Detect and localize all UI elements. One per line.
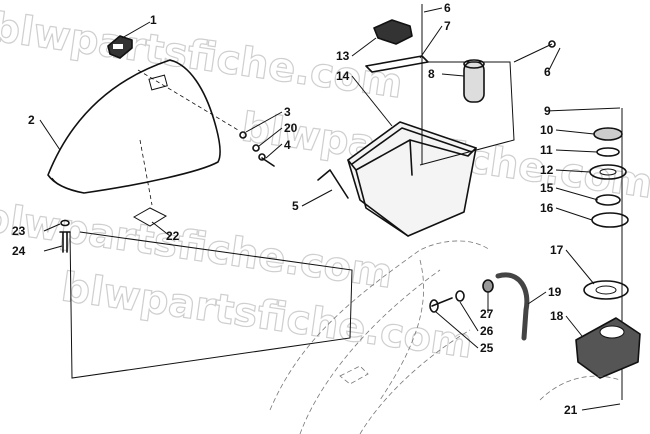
callout-labels: 1 2 3 20 4 22 23 24 6 7 13 14 8 6 5 9 10… (12, 1, 578, 417)
callout-9: 9 (544, 104, 551, 118)
callout-21: 21 (564, 403, 578, 417)
callout-25: 25 (480, 341, 494, 355)
callout-5: 5 (292, 199, 299, 213)
leader-lines (39, 7, 621, 411)
screw-set (239, 131, 275, 167)
callout-14: 14 (336, 69, 350, 83)
callout-10: 10 (540, 123, 554, 137)
hull-ghost (269, 240, 621, 434)
callout-1: 1 (150, 13, 157, 27)
callout-4: 4 (284, 138, 291, 152)
decal-part (132, 207, 168, 227)
callout-23: 23 (12, 224, 26, 238)
callout-13: 13 (336, 49, 350, 63)
tether-outline (69, 231, 353, 379)
callout-24: 24 (12, 244, 26, 258)
storage-bin (347, 121, 477, 237)
callout-20: 20 (284, 121, 298, 135)
callout-16: 16 (540, 201, 554, 215)
callout-26: 26 (480, 324, 494, 338)
bolt-6-head (548, 40, 556, 48)
callout-11: 11 (540, 143, 553, 157)
callout-2: 2 (28, 113, 35, 127)
cap-stack (583, 127, 629, 300)
callout-7: 7 (444, 19, 451, 33)
callout-22: 22 (166, 229, 180, 243)
allen-wrench (317, 169, 349, 199)
callout-12: 12 (540, 163, 554, 177)
callout-8: 8 (428, 67, 435, 81)
callout-27: 27 (480, 307, 494, 321)
callout-6-right: 6 (544, 65, 551, 79)
callout-15: 15 (540, 181, 554, 195)
latch-part (107, 35, 133, 59)
knob-part (463, 59, 485, 103)
bolt-6-right (513, 43, 553, 63)
callout-17: 17 (550, 243, 564, 257)
callout-19: 19 (548, 285, 562, 299)
callout-6-top: 6 (444, 1, 451, 15)
hose-part (495, 272, 530, 341)
callout-18: 18 (550, 309, 564, 323)
callout-3: 3 (284, 105, 291, 119)
cover-panel (47, 59, 239, 206)
washer-screw (59, 219, 71, 253)
